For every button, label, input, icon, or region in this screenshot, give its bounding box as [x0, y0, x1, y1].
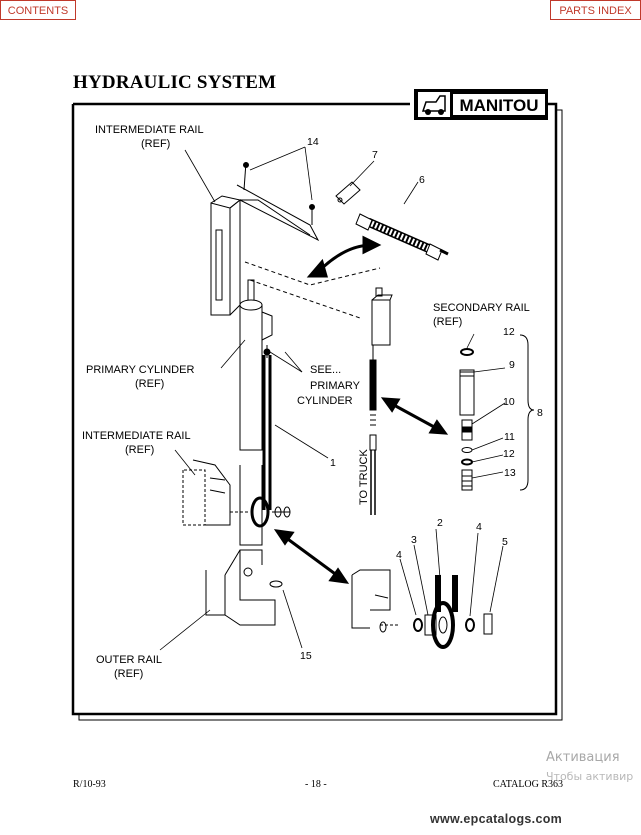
callout-2: 2: [437, 517, 443, 529]
primary-cylinder-label-1: PRIMARY CYLINDER: [86, 364, 194, 376]
intermediate-rail-mid-label-2: (REF): [125, 444, 154, 456]
hose-1: [262, 345, 272, 510]
contents-button[interactable]: CONTENTS: [0, 0, 76, 20]
primary-cylinder-label-2: (REF): [135, 378, 164, 390]
intermediate-rail-mid: [182, 459, 231, 526]
double-arrow-top: [306, 235, 382, 278]
to-truck-label: TO TRUCK: [358, 449, 370, 505]
leader-lines: [159, 146, 506, 651]
kit-parts-8: [459, 334, 535, 491]
secondary-rail-top: [371, 287, 393, 346]
double-arrow-mid: [380, 397, 449, 435]
see-label-2: PRIMARY: [310, 380, 361, 392]
intermediate-rail-top: [210, 161, 381, 319]
footer-revision: R/10-93: [73, 779, 106, 790]
outer-rail-label-1: OUTER RAIL: [96, 654, 162, 666]
fitting-7: [335, 181, 361, 205]
logo-text: MANITOU: [459, 96, 538, 115]
see-label-1: SEE...: [310, 364, 341, 376]
page-title: HYDRAULIC SYSTEM: [73, 72, 277, 93]
callout-4a: 4: [396, 549, 402, 561]
callout-15: 15: [300, 650, 312, 662]
double-arrow-bottom: [273, 529, 350, 584]
callout-9: 9: [509, 359, 515, 371]
parts-index-button[interactable]: PARTS INDEX: [550, 0, 641, 20]
callout-3: 3: [411, 534, 417, 546]
callout-12a: 12: [503, 326, 515, 338]
outer-rail: [205, 549, 283, 626]
intermediate-rail-top-label-2: (REF): [141, 138, 170, 150]
callout-8: 8: [537, 407, 543, 419]
callout-11: 11: [504, 431, 515, 443]
primary-cylinder-bottom: [230, 465, 291, 546]
callout-12b: 12: [503, 448, 515, 460]
callout-13: 13: [504, 467, 516, 479]
hose-6: [355, 213, 449, 261]
hose-to-truck: [369, 345, 377, 515]
sheave-assembly: [351, 569, 493, 649]
activation-watermark: Активация: [546, 750, 620, 765]
intermediate-rail-top-label-1: INTERMEDIATE RAIL: [95, 124, 204, 136]
callout-7: 7: [372, 149, 378, 161]
primary-cylinder-top: [239, 279, 273, 451]
footer-page-number: - 18 -: [305, 779, 327, 790]
manitou-logo: MANITOU: [414, 89, 548, 120]
callout-1: 1: [330, 457, 336, 469]
callout-6: 6: [419, 174, 425, 186]
secondary-rail-label-2: (REF): [433, 316, 462, 328]
outer-rail-label-2: (REF): [114, 668, 143, 680]
site-watermark: www.epcatalogs.com: [430, 812, 563, 826]
callout-5: 5: [502, 536, 508, 548]
callout-10: 10: [503, 396, 515, 408]
activation-watermark-sub: Чтобы активир: [546, 770, 634, 783]
intermediate-rail-mid-label-1: INTERMEDIATE RAIL: [82, 430, 191, 442]
secondary-rail-label-1: SECONDARY RAIL: [433, 302, 530, 314]
callout-4b: 4: [476, 521, 482, 533]
diagram-frame: [71, 102, 558, 716]
see-label-3: CYLINDER: [297, 395, 353, 407]
footer-catalog: CATALOG R363: [493, 779, 564, 790]
callout-14: 14: [307, 136, 319, 148]
